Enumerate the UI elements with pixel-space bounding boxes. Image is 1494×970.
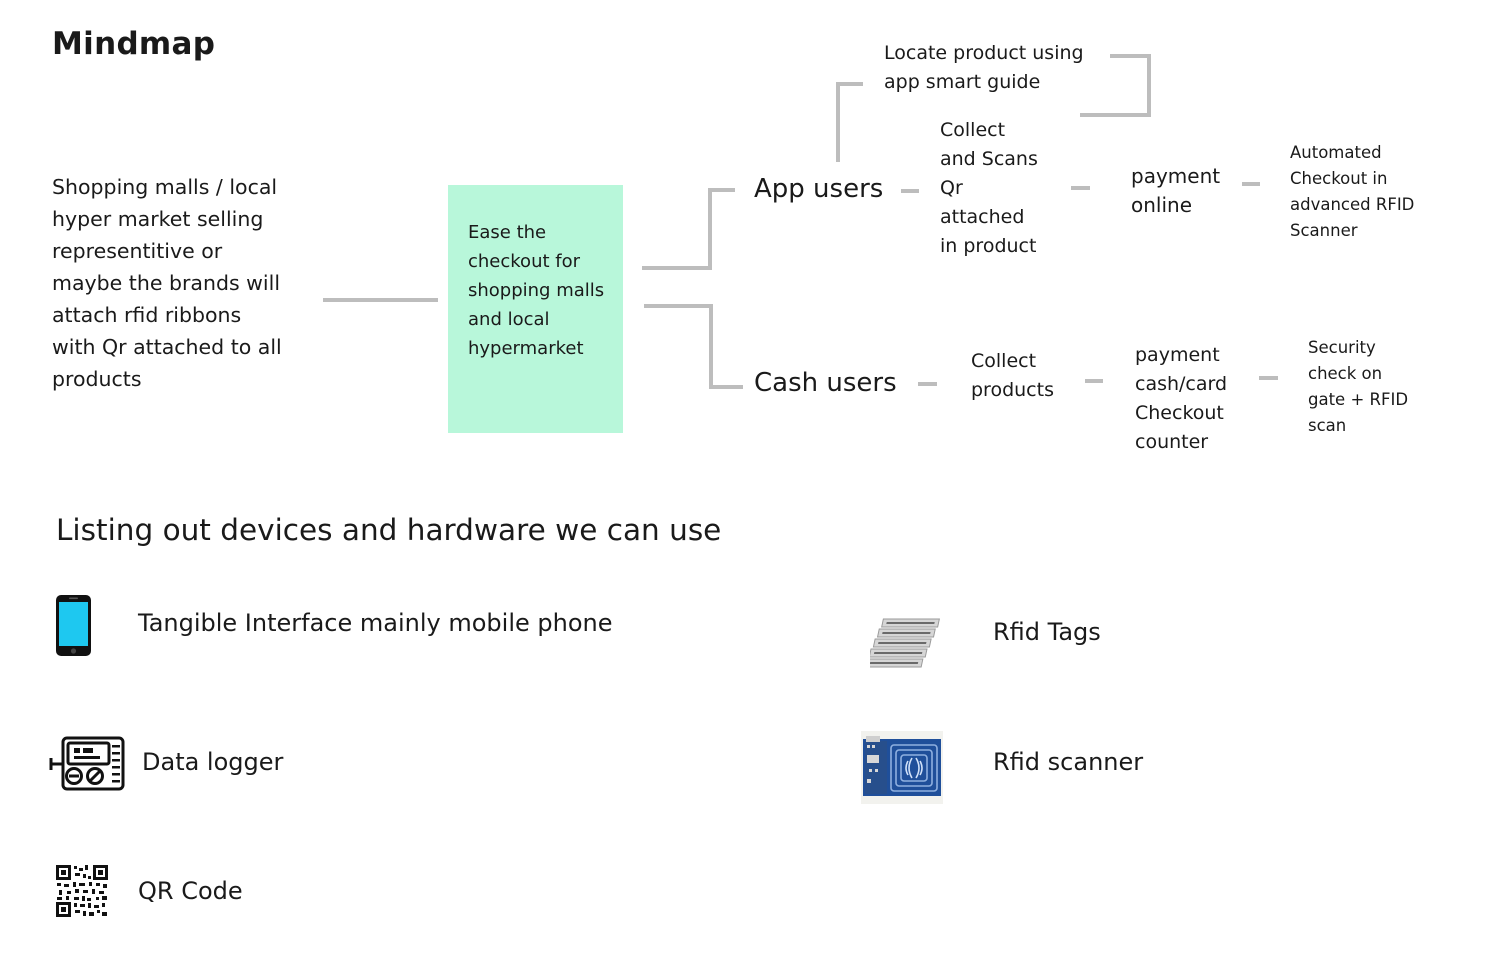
locate-bracket — [1080, 54, 1151, 117]
source-text: Shopping malls / local hyper market sell… — [52, 175, 282, 391]
cash-users-node: Cash users — [754, 368, 897, 398]
page-title: Mindmap — [52, 26, 216, 62]
app-step-collect-scan: Collect and Scans Qr attached in product — [940, 119, 1038, 257]
mobile-phone-icon — [55, 594, 93, 662]
app-step-automated-checkout: Automated Checkout in advanced RFID Scan… — [1290, 143, 1415, 240]
rfid-scanner-image — [861, 731, 943, 808]
devices-heading: Listing out devices and hardware we can … — [56, 513, 722, 547]
cash-step-security: Security check on gate + RFID scan — [1308, 338, 1409, 435]
app-branch-connector — [642, 188, 735, 270]
app-users-node: App users — [754, 174, 884, 204]
data-logger-icon — [48, 736, 126, 796]
app-step-payment: payment online — [1131, 164, 1221, 217]
cash-step-payment: payment cash/card Checkout counter — [1135, 344, 1228, 453]
cash-branch-connector — [644, 304, 743, 389]
rfid-tags-image — [864, 616, 942, 674]
locate-connector — [836, 82, 863, 162]
qr-code-icon — [56, 865, 108, 921]
locate-product-node: Locate product using app smart guide — [884, 42, 1084, 93]
device-label-tags: Rfid Tags — [993, 618, 1101, 646]
cash-step-collect: Collect products — [971, 350, 1054, 401]
central-node: Ease the checkout for shopping malls and… — [448, 185, 623, 433]
device-label-qr: QR Code — [138, 877, 243, 905]
device-label-logger: Data logger — [142, 748, 284, 776]
central-node-text: Ease the checkout for shopping malls and… — [468, 222, 605, 359]
device-label-scanner: Rfid scanner — [993, 748, 1144, 776]
device-label-phone: Tangible Interface mainly mobile phone — [138, 609, 613, 637]
